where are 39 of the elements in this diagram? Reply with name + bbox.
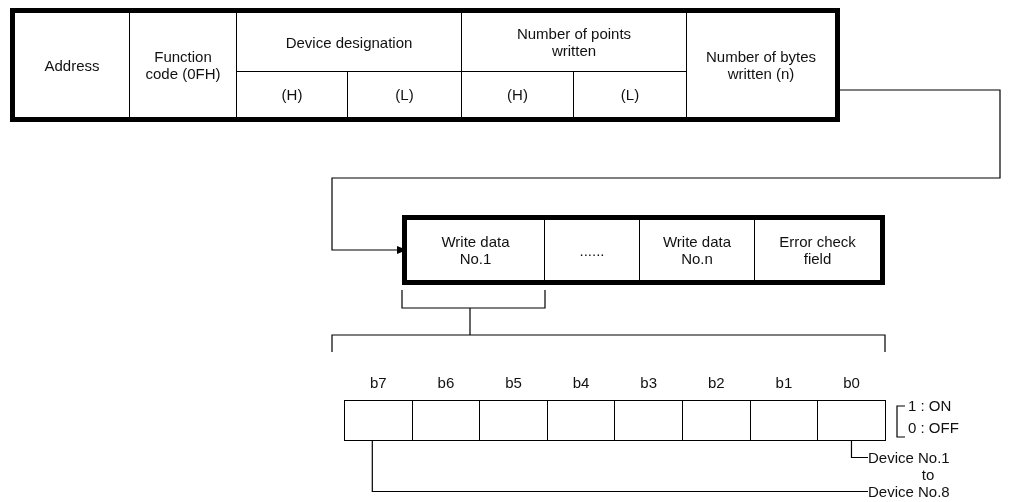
- header-cell: Number of points written: [462, 13, 687, 72]
- bit-label: b0: [842, 374, 861, 391]
- device-label: Device No.1: [868, 449, 950, 466]
- bit-cell: [749, 400, 819, 441]
- bit-label: b5: [504, 374, 523, 391]
- bit-label: b2: [706, 374, 726, 391]
- data-cell: Write data No.1: [407, 220, 545, 280]
- state-label: 1 : ON: [908, 397, 952, 414]
- header-cell: Device designation: [237, 13, 462, 72]
- bit-cell: [817, 400, 886, 441]
- header-cell: (L): [348, 72, 462, 117]
- frame-box: [402, 215, 885, 285]
- bit-cell: [344, 400, 413, 441]
- arrow: [331, 89, 1001, 254]
- bit-label: b7: [368, 374, 388, 391]
- header-cell: (L): [574, 72, 687, 117]
- device-label: Device No.8: [868, 483, 950, 500]
- data-cell: Error check field: [755, 220, 880, 280]
- data-cell: ......: [545, 220, 640, 280]
- header-cell: (H): [237, 72, 348, 117]
- bit-cell: [479, 400, 548, 441]
- header-cell: Address: [15, 13, 130, 117]
- bit-label: b1: [774, 374, 794, 391]
- data-cell: Write data No.n: [640, 220, 755, 280]
- bit-cell: [411, 400, 481, 441]
- bit-label: b3: [639, 374, 659, 391]
- header-cell: Function code (0FH): [130, 13, 237, 117]
- range-label: to: [920, 466, 936, 483]
- bit-cell: [546, 400, 616, 441]
- state-label: 0 : OFF: [908, 419, 959, 436]
- bit-cell: [682, 400, 751, 441]
- leader-line: [371, 440, 869, 493]
- bit-label: b4: [571, 374, 591, 391]
- bit-cell: [614, 400, 683, 441]
- header-cell: Number of bytes written (n): [687, 13, 835, 117]
- bit-label: b6: [436, 374, 456, 391]
- header-cell: (H): [462, 72, 574, 117]
- leader-line: [850, 440, 869, 459]
- frame-box: [10, 8, 840, 122]
